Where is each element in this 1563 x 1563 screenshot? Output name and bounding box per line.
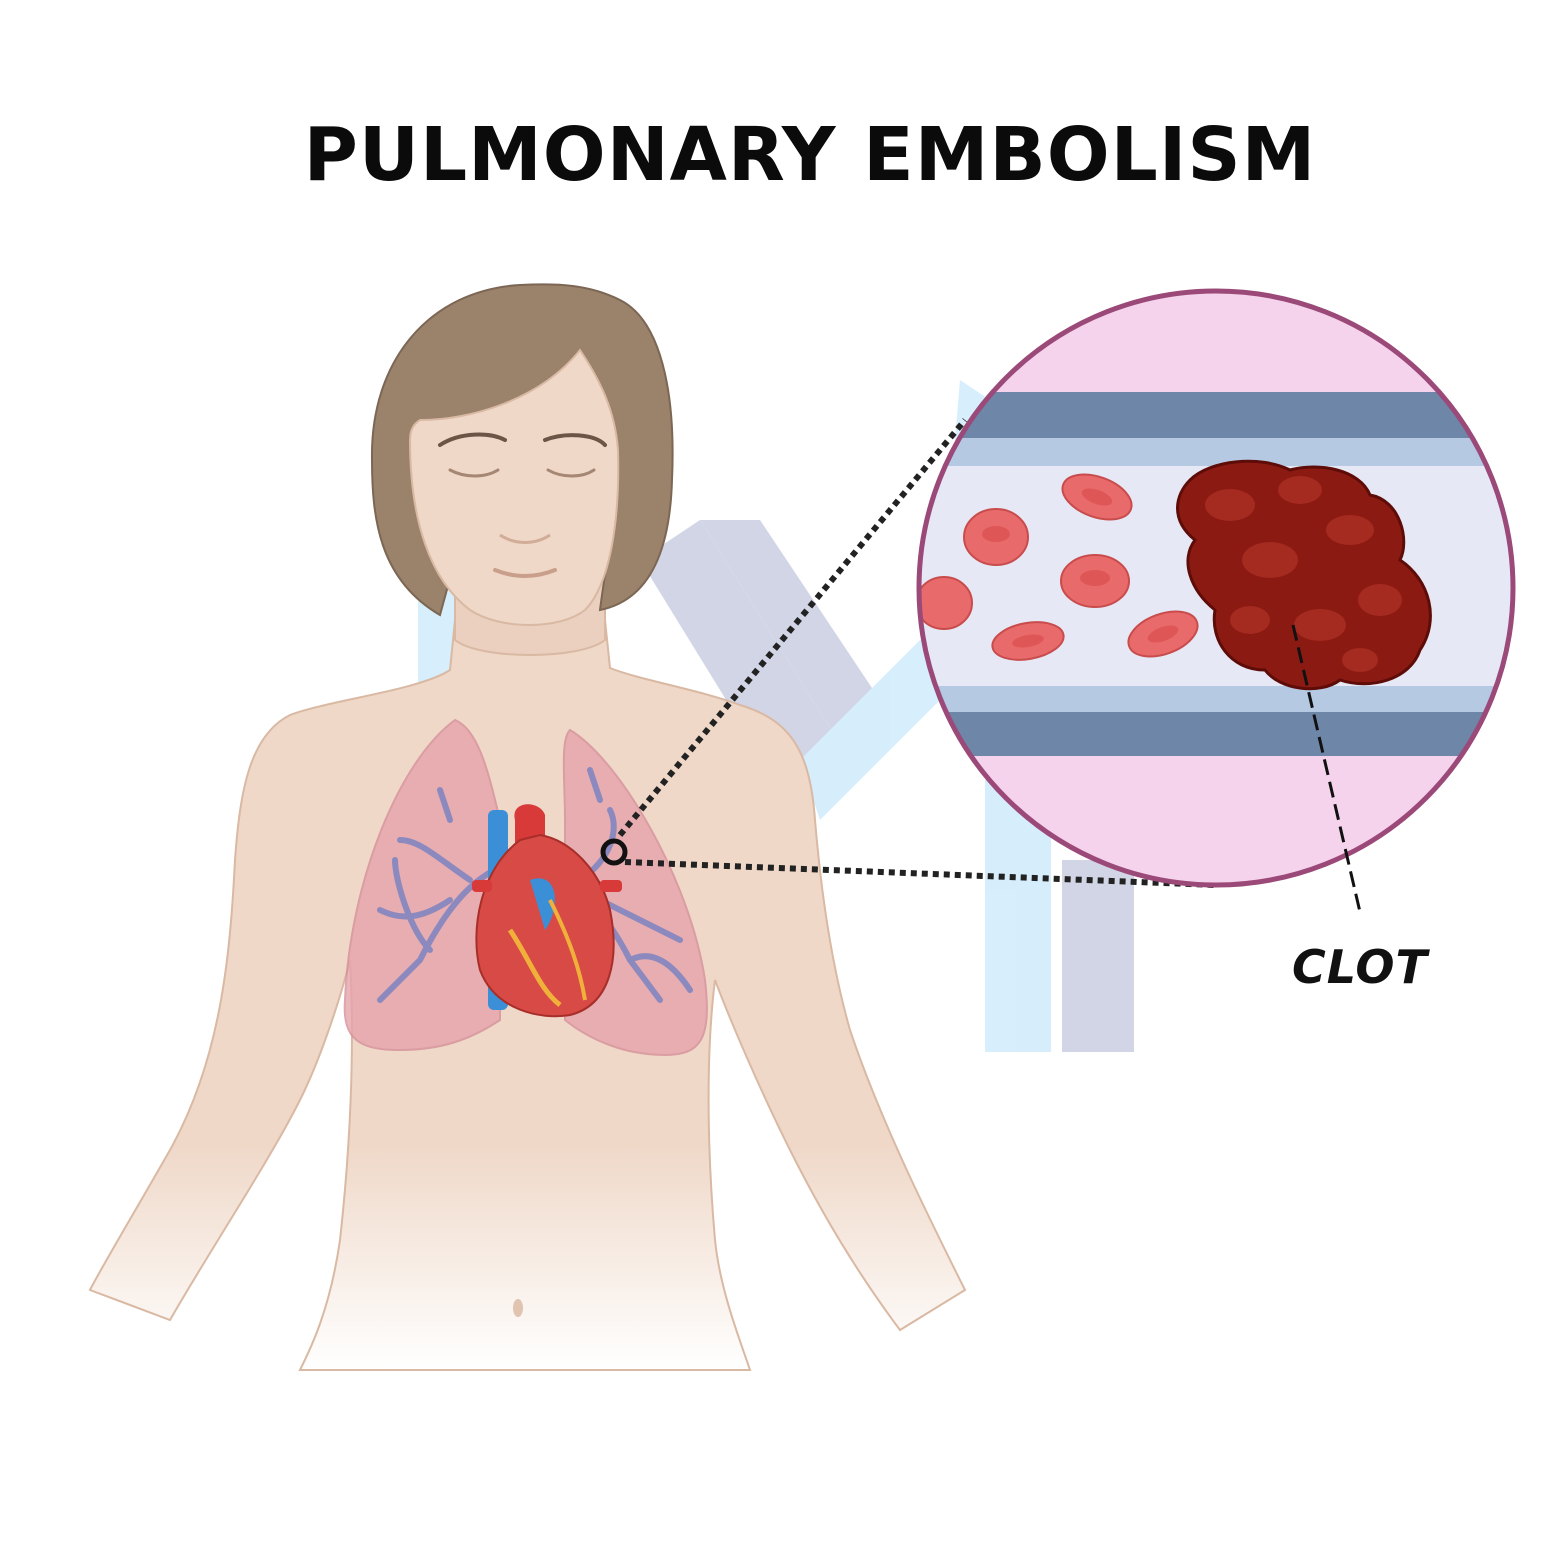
heart [472, 804, 622, 1018]
page-title: PULMONARY EMBOLISM [303, 112, 1317, 198]
eye-right [546, 468, 596, 478]
face [408, 348, 620, 626]
mouth [493, 568, 557, 578]
clot-pointer-line [1291, 624, 1362, 913]
blood-clot [1176, 459, 1432, 691]
zoom-line-upper [617, 418, 968, 837]
red-blood-cells [919, 473, 1199, 661]
eye-left [448, 468, 500, 478]
vessel-wall-bottom [919, 712, 1513, 756]
magnifier-ring [916, 288, 1516, 888]
lung-left [343, 718, 501, 1052]
zoom-marker [600, 838, 628, 866]
eyebrow-right [543, 433, 607, 447]
navel [513, 1299, 523, 1317]
nose [499, 533, 551, 544]
eyebrow-left [438, 432, 507, 447]
vessel-wall-top [919, 392, 1513, 438]
magnified-vessel [916, 288, 1516, 888]
clot-label: CLOT [1292, 940, 1428, 994]
